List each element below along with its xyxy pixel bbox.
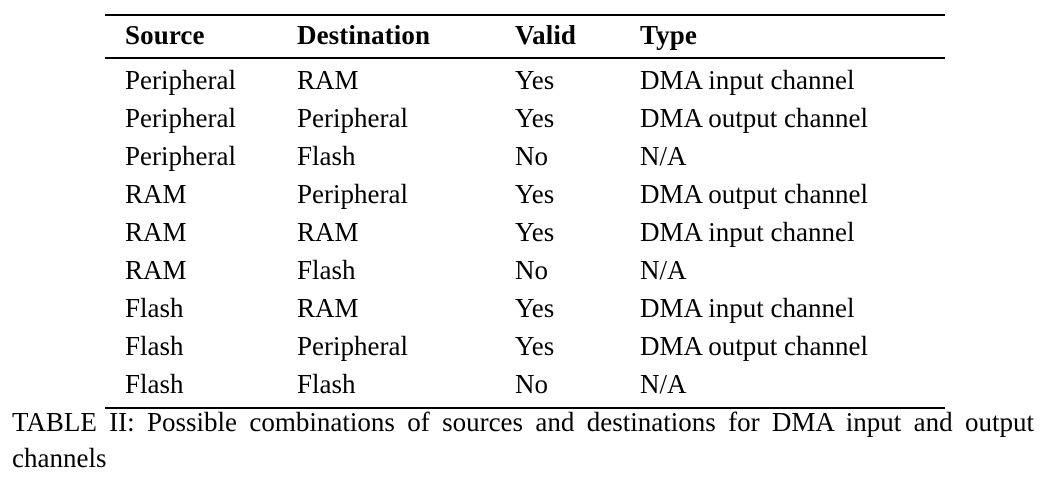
cell-source: Peripheral — [125, 141, 236, 171]
table-row: Flash Peripheral Yes DMA output channel — [105, 328, 945, 366]
cell-type: N/A — [640, 255, 687, 285]
cell-valid: No — [515, 141, 548, 171]
column-header-type: Type — [620, 14, 945, 59]
cell-destination: Flash — [297, 141, 356, 171]
cell-valid: Yes — [515, 65, 555, 95]
cell-valid: Yes — [515, 331, 555, 361]
column-header-source: Source — [105, 14, 277, 59]
cell-destination: RAM — [297, 293, 359, 323]
cell-destination: RAM — [297, 65, 359, 95]
cell-type: DMA output channel — [640, 103, 868, 133]
cell-valid: Yes — [515, 217, 555, 247]
cell-source: Flash — [105, 366, 277, 409]
cell-valid: Yes — [515, 179, 555, 209]
table-body: Peripheral RAM Yes DMA input channel Per… — [105, 58, 945, 409]
table-row: Peripheral Peripheral Yes DMA output cha… — [105, 100, 945, 138]
cell-type: DMA input channel — [640, 293, 855, 323]
cell-destination: Peripheral — [297, 179, 408, 209]
cell-source: Peripheral — [125, 103, 236, 133]
table-row: RAM Flash No N/A — [105, 252, 945, 290]
cell-type: DMA output channel — [640, 179, 868, 209]
table-row: Flash RAM Yes DMA input channel — [105, 290, 945, 328]
table-row: Peripheral RAM Yes DMA input channel — [105, 58, 945, 100]
cell-type: DMA output channel — [640, 331, 868, 361]
cell-source: RAM — [125, 179, 187, 209]
cell-source: Peripheral — [125, 65, 236, 95]
cell-source: Flash — [125, 293, 184, 323]
cell-source: RAM — [125, 255, 187, 285]
cell-valid: Yes — [515, 103, 555, 133]
cell-type: N/A — [640, 141, 687, 171]
cell-type: DMA input channel — [640, 65, 855, 95]
table-header-row: Source Destination Valid Type — [105, 14, 945, 59]
cell-source: Flash — [125, 331, 184, 361]
table-row: RAM RAM Yes DMA input channel — [105, 214, 945, 252]
cell-source: RAM — [125, 217, 187, 247]
cell-valid: No — [515, 255, 548, 285]
column-header-destination: Destination — [277, 14, 495, 59]
cell-destination: Peripheral — [297, 103, 408, 133]
cell-destination: RAM — [297, 217, 359, 247]
cell-valid: No — [495, 366, 620, 409]
cell-type: DMA input channel — [640, 217, 855, 247]
column-header-valid: Valid — [495, 14, 620, 59]
table-container: Source Destination Valid Type Peripheral… — [105, 14, 945, 409]
table-header: Source Destination Valid Type — [105, 14, 945, 59]
cell-valid: Yes — [515, 293, 555, 323]
cell-destination: Flash — [297, 255, 356, 285]
table-row: RAM Peripheral Yes DMA output channel — [105, 176, 945, 214]
cell-destination: Peripheral — [297, 331, 408, 361]
table-caption: TABLE II: Possible combinations of sourc… — [12, 407, 1034, 473]
cell-type: N/A — [620, 366, 945, 409]
cell-destination: Flash — [277, 366, 495, 409]
table-row: Peripheral Flash No N/A — [105, 138, 945, 176]
table-row: Flash Flash No N/A — [105, 366, 945, 409]
dma-combinations-table: Source Destination Valid Type Peripheral… — [105, 14, 945, 409]
